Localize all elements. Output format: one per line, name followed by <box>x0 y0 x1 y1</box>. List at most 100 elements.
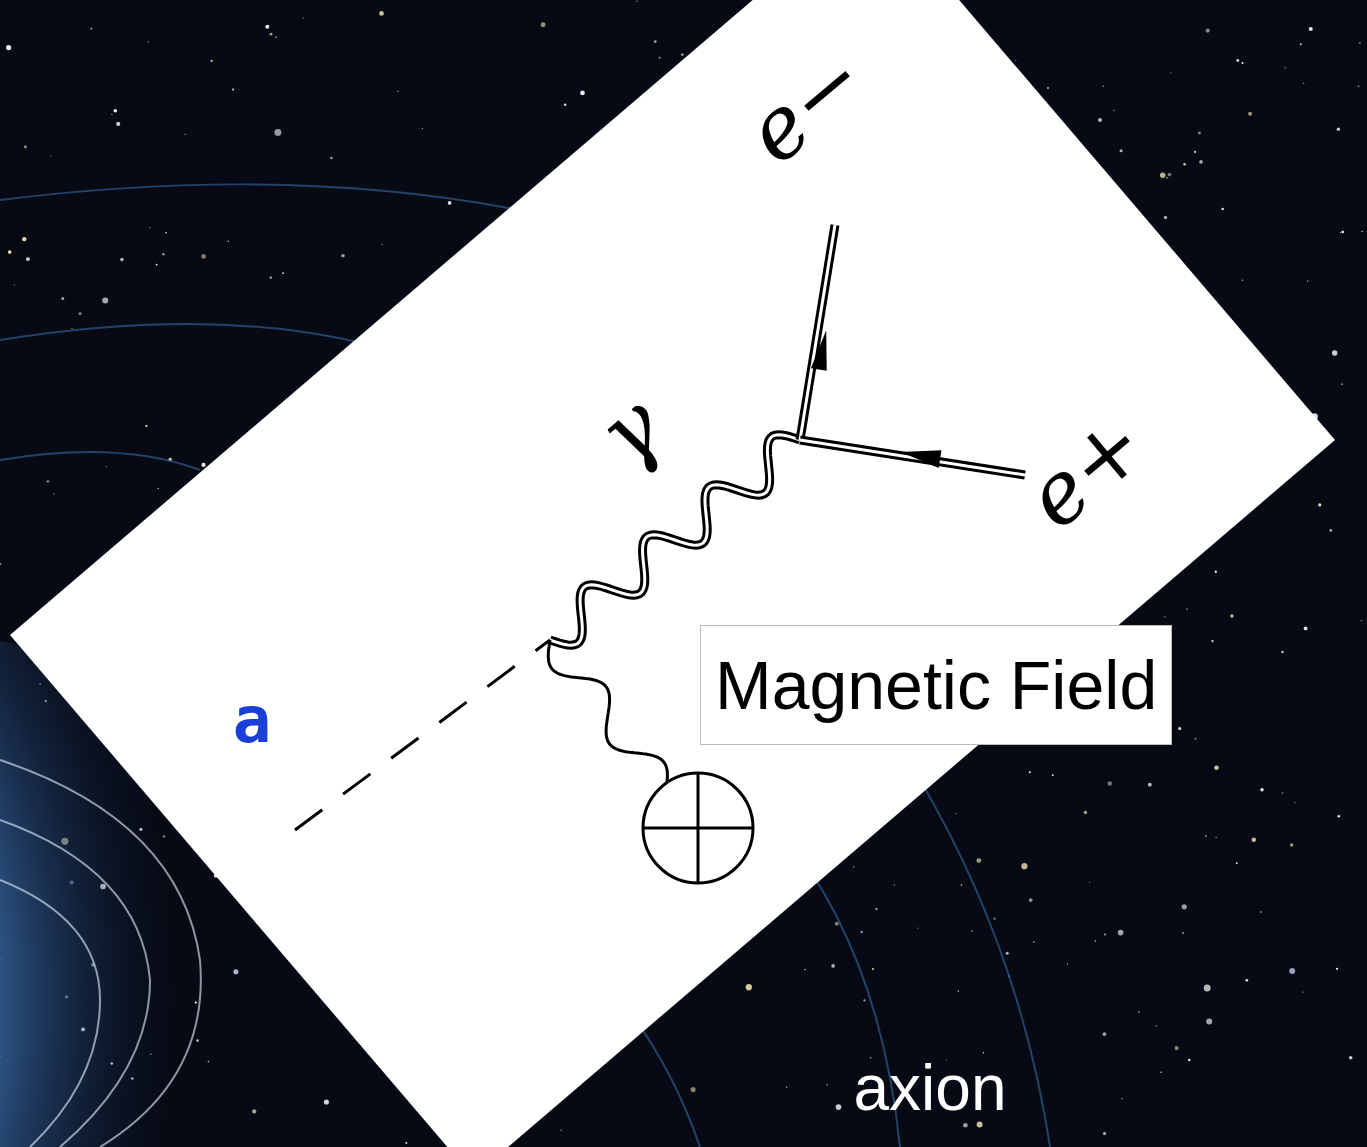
star <box>270 276 272 278</box>
star <box>1242 62 1244 64</box>
star <box>1214 765 1219 770</box>
star <box>1248 112 1252 116</box>
diagram-panel <box>10 0 1335 1147</box>
star <box>382 244 383 245</box>
star <box>541 22 546 27</box>
star <box>893 884 895 886</box>
star <box>831 964 835 968</box>
star <box>1304 626 1308 630</box>
star <box>872 968 874 970</box>
star <box>1303 83 1304 84</box>
star <box>963 1123 968 1128</box>
star <box>1260 788 1263 791</box>
star <box>1361 620 1363 622</box>
star <box>1033 941 1035 943</box>
star <box>1188 1059 1191 1062</box>
star <box>1230 614 1233 617</box>
star <box>6 45 11 50</box>
star <box>120 258 124 262</box>
star <box>1182 932 1184 934</box>
star <box>1089 882 1090 883</box>
star <box>282 272 284 274</box>
star <box>1309 27 1313 31</box>
star <box>1290 843 1293 846</box>
star <box>636 1 637 2</box>
star <box>379 11 384 16</box>
star <box>1221 208 1223 210</box>
star <box>836 1104 842 1110</box>
positron-line <box>800 440 1025 475</box>
star <box>26 257 30 261</box>
star <box>956 813 957 814</box>
star <box>324 1099 329 1104</box>
field-source <box>643 773 753 883</box>
star <box>1160 173 1165 178</box>
star <box>1211 640 1214 643</box>
axion-symbol: a <box>233 688 272 752</box>
star <box>1067 963 1068 964</box>
star <box>976 858 981 863</box>
star <box>275 36 277 38</box>
star <box>1349 1056 1353 1060</box>
star <box>746 984 752 990</box>
star <box>156 264 158 266</box>
star <box>1216 837 1217 838</box>
star <box>14 284 15 285</box>
star <box>1341 231 1344 234</box>
star <box>71 328 72 329</box>
star <box>1300 43 1302 45</box>
star <box>659 57 661 59</box>
star <box>79 312 82 315</box>
star <box>111 114 112 115</box>
star <box>1281 651 1283 653</box>
star <box>201 463 205 467</box>
star <box>1204 985 1211 992</box>
electron-line <box>800 225 835 440</box>
star <box>1338 815 1340 817</box>
star <box>691 1087 696 1092</box>
star <box>1047 87 1049 89</box>
star <box>270 33 273 36</box>
star <box>22 237 26 241</box>
star <box>302 17 303 18</box>
star <box>448 201 452 205</box>
star <box>422 128 423 129</box>
caption-axion: axion <box>854 1056 1007 1120</box>
star <box>8 250 12 254</box>
star <box>1103 86 1105 88</box>
star <box>1361 231 1363 233</box>
star <box>977 1122 983 1128</box>
star <box>1164 216 1167 219</box>
star <box>564 104 567 107</box>
star <box>961 884 963 886</box>
star <box>1138 1011 1140 1013</box>
star <box>265 25 269 29</box>
star <box>993 918 995 920</box>
star <box>1245 979 1248 982</box>
star <box>1318 503 1321 506</box>
star <box>1194 151 1196 153</box>
star <box>1021 863 1027 869</box>
star <box>24 145 27 148</box>
star <box>1084 811 1087 814</box>
star <box>1029 771 1031 773</box>
star <box>1332 350 1337 355</box>
star <box>1186 608 1188 610</box>
star <box>116 122 120 126</box>
star <box>826 1084 827 1085</box>
star <box>1168 173 1172 177</box>
star <box>1174 1046 1178 1050</box>
star <box>1307 280 1308 281</box>
star <box>1148 783 1152 787</box>
star <box>971 930 972 931</box>
star <box>1215 571 1217 573</box>
star <box>90 28 92 30</box>
star <box>233 969 238 974</box>
star <box>1195 738 1197 740</box>
star <box>47 480 49 482</box>
star <box>1236 862 1238 864</box>
star <box>1336 968 1338 970</box>
star <box>1118 930 1124 936</box>
star <box>835 922 839 926</box>
